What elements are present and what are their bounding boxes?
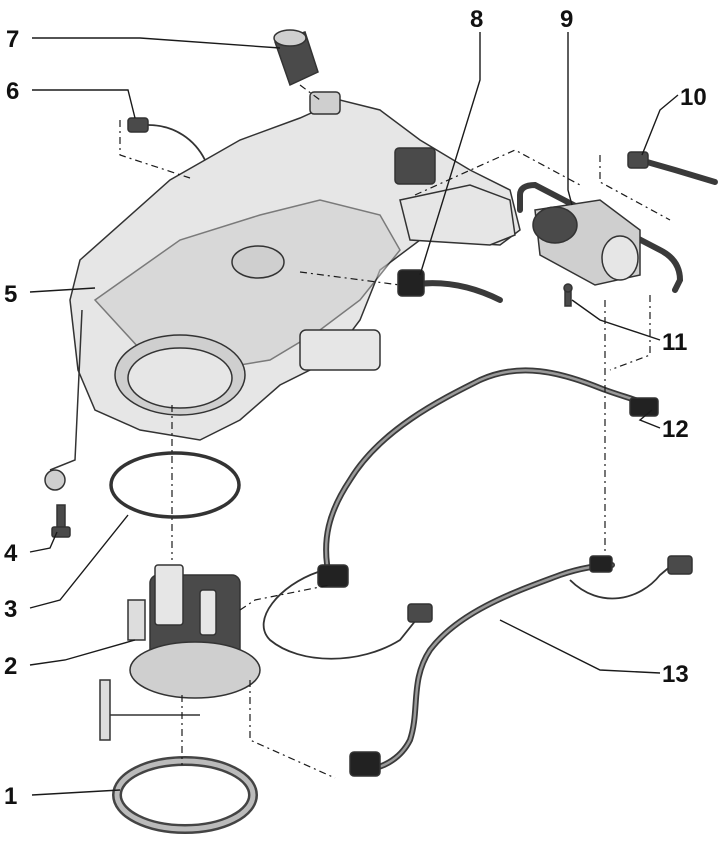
fuel-filter-illustration <box>517 181 684 293</box>
callout-labels: 1 2 3 4 5 6 7 8 9 10 11 12 13 <box>4 6 707 810</box>
callout-9: 9 <box>560 6 573 33</box>
callout-10: 10 <box>680 84 707 111</box>
callout-1: 1 <box>4 783 17 810</box>
callout-4: 4 <box>4 540 18 567</box>
fuel-line-illustration <box>262 367 659 660</box>
bolt-illustration <box>51 504 71 538</box>
fuel-pump-unit-illustration <box>99 564 261 741</box>
screw-illustration <box>563 283 573 307</box>
hose-connector-illustration <box>397 269 503 303</box>
callout-11: 11 <box>662 329 687 356</box>
callout-13: 13 <box>662 661 689 688</box>
callout-5: 5 <box>4 281 17 308</box>
callout-7: 7 <box>6 26 19 53</box>
callout-8: 8 <box>470 6 483 33</box>
fuel-tank-illustration <box>44 91 521 491</box>
cap-illustration <box>273 29 319 87</box>
callout-12: 12 <box>662 416 689 443</box>
callout-2: 2 <box>4 653 17 680</box>
fitting-illustration <box>627 151 718 185</box>
seal-ring-illustration <box>109 451 241 519</box>
sensor-illustration <box>127 117 206 161</box>
locking-ring-illustration <box>112 756 258 834</box>
leader-lines <box>29 32 679 796</box>
callout-6: 6 <box>6 78 19 105</box>
callout-3: 3 <box>4 596 17 623</box>
fuel-line-lower-illustration <box>349 555 693 777</box>
assembly-lines <box>119 84 671 779</box>
